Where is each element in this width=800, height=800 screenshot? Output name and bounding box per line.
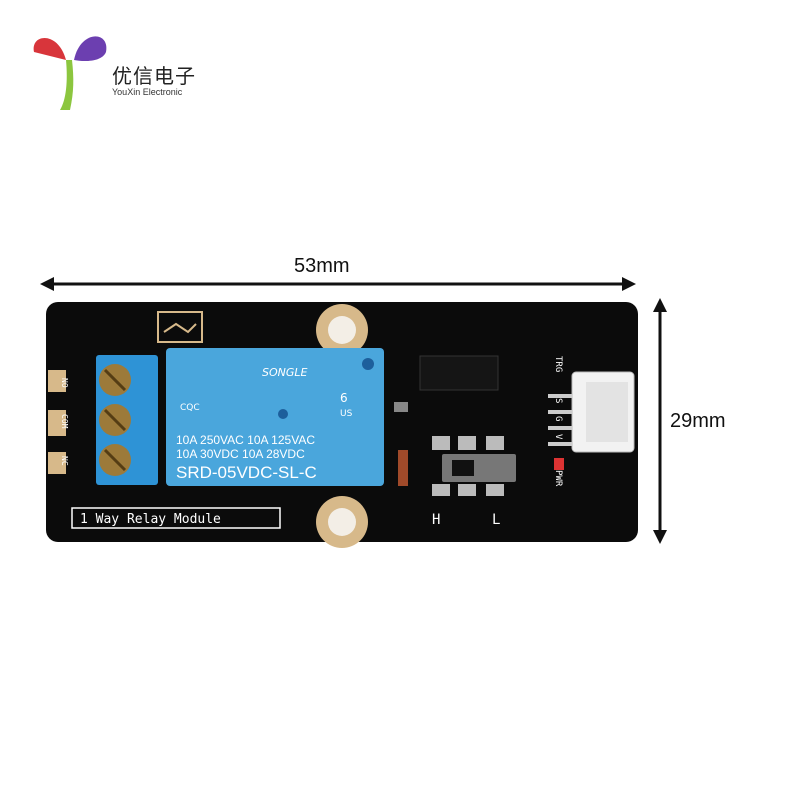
switch-label-l: L bbox=[492, 512, 500, 528]
board-title: 1 Way Relay Module bbox=[80, 512, 221, 527]
mounting-hole-bottom bbox=[316, 496, 368, 548]
height-label: 29mm bbox=[670, 410, 726, 432]
relay-brand: SONGLE bbox=[262, 366, 308, 379]
brand-name-en: YouXin Electronic bbox=[112, 87, 183, 97]
brand-name-cn: 优信电子 bbox=[112, 64, 196, 88]
header-label-trg: TRG bbox=[553, 356, 563, 372]
relay-mark-6: 6 bbox=[340, 391, 348, 405]
terminal-label-com: COM bbox=[60, 414, 69, 429]
diode bbox=[398, 450, 408, 486]
relay-rating-1: 10A 250VAC 10A 125VAC bbox=[176, 433, 315, 447]
header-label-s: S bbox=[553, 398, 563, 403]
transistor bbox=[419, 355, 499, 391]
header-label-v: V bbox=[553, 434, 563, 440]
relay-model: SRD-05VDC-SL-C bbox=[176, 463, 317, 482]
header-label-pwr: PWR bbox=[553, 470, 563, 487]
switch-label-h: H bbox=[432, 512, 440, 528]
relay-mark-cqc: CQC bbox=[180, 403, 200, 413]
mounting-hole-top bbox=[316, 304, 368, 356]
brand-logo bbox=[33, 36, 107, 110]
terminal-label-no: NO bbox=[60, 378, 69, 388]
relay-rating-2: 10A 30VDC 10A 28VDC bbox=[176, 447, 305, 461]
relay-symbol-icon bbox=[157, 311, 203, 343]
header-label-g: G bbox=[553, 416, 563, 421]
terminal-label-nc: NC bbox=[60, 456, 69, 466]
relay-mark-us: US bbox=[340, 409, 353, 419]
relay-body bbox=[166, 348, 384, 486]
terminal-screws bbox=[99, 364, 131, 476]
width-label: 53mm bbox=[294, 255, 350, 277]
